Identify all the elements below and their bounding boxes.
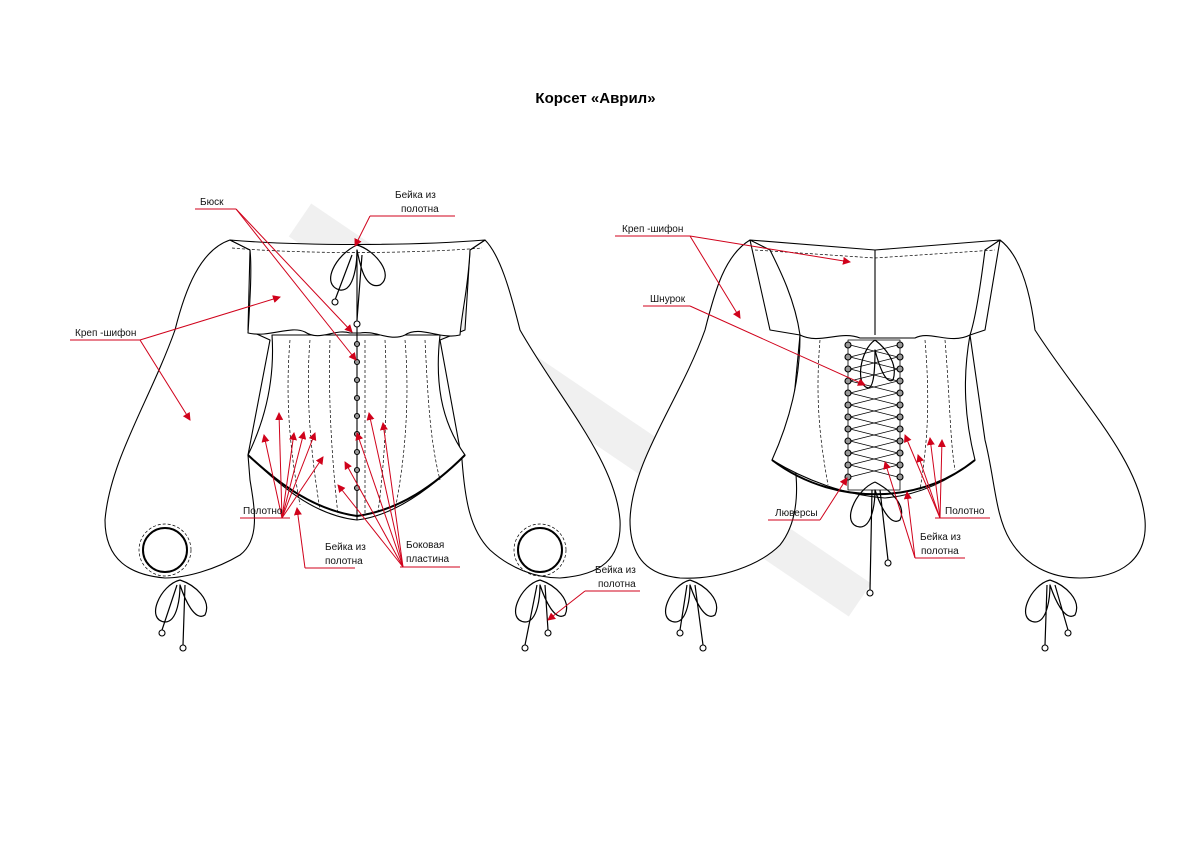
back-view xyxy=(629,239,1146,652)
label-back-binding-line2: полотна xyxy=(921,546,959,557)
label-side-panel-line1: Боковая xyxy=(406,540,445,551)
front-view xyxy=(104,239,621,652)
label-back-crepe-chiffon: Креп -шифон xyxy=(622,224,684,235)
page-title: Корсет «Аврил» xyxy=(535,90,656,107)
front-left-sleeve xyxy=(104,239,271,579)
label-back-fabric: Полотно xyxy=(945,506,985,517)
label-hem-binding-line1: Бейка из xyxy=(325,542,366,553)
front-right-sleeve xyxy=(439,239,621,579)
label-cuff-binding-line1: Бейка из xyxy=(595,565,636,576)
label-cuff-binding-line2: полотна xyxy=(598,579,636,590)
back-right-sleeve xyxy=(969,239,1146,579)
label-neck-binding-line1: Бейка из xyxy=(395,190,436,201)
label-busk: Бюск xyxy=(200,197,224,208)
callout-arrows xyxy=(70,208,990,621)
label-lace: Шнурок xyxy=(650,294,686,305)
label-front-fabric: Полотно xyxy=(243,506,283,517)
front-ties xyxy=(154,244,568,646)
label-front-crepe-chiffon: Креп -шифон xyxy=(75,328,137,339)
label-side-panel-line2: пластина xyxy=(406,554,450,565)
label-back-binding-line1: Бейка из xyxy=(920,532,961,543)
back-left-sleeve xyxy=(629,239,801,579)
label-neck-binding-line2: полотна xyxy=(401,204,439,215)
label-eyelets: Люверсы xyxy=(775,508,818,519)
back-corset-body xyxy=(771,334,976,499)
label-hem-binding-line2: полотна xyxy=(325,556,363,567)
